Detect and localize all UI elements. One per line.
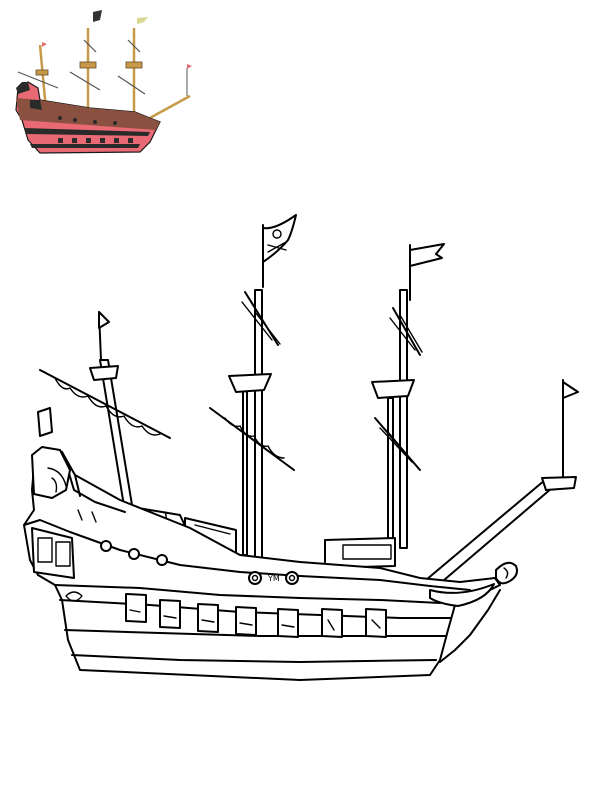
figurehead-icon [429, 561, 518, 607]
cannon-port-icon [125, 593, 147, 623]
colored-reference-ship [15, 10, 192, 154]
fore-mast [371, 289, 423, 549]
skull-flag-icon [262, 214, 297, 288]
cannon-port-icon [197, 603, 219, 633]
stern-pennant-icon [98, 311, 110, 361]
reference-flags-icon [42, 10, 192, 69]
stern-name-text: YM [267, 574, 280, 583]
cannon-port-icon [235, 606, 257, 636]
cannon-port-icon [321, 608, 343, 638]
gun-ports [125, 593, 387, 638]
stern-castle [31, 407, 97, 602]
reference-masts-icon [17, 28, 191, 127]
reference-hull-icon [15, 81, 161, 154]
stern-emblem-icon: YM [248, 571, 299, 585]
main-mast [209, 289, 295, 561]
forecastle-cabin [324, 537, 396, 569]
cannon-port-icon [277, 608, 299, 638]
rear-mast-flag-icon [409, 243, 445, 301]
upper-portholes [100, 540, 168, 566]
cannon-port-icon [159, 599, 181, 629]
bow-pennant-icon [562, 379, 579, 481]
cannon-port-icon [365, 608, 387, 638]
